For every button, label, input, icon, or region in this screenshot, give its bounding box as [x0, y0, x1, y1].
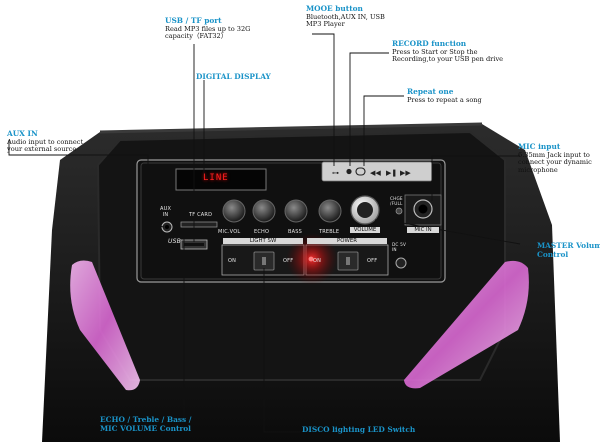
- svg-text:▶❚: ▶❚: [386, 169, 397, 177]
- power-off-label: OFF: [367, 258, 378, 264]
- eq-knobs: [222, 199, 342, 223]
- light-sw-label: LIGHT SW: [223, 238, 303, 244]
- dc-label: DC 5V IN: [392, 242, 407, 253]
- svg-text:◀◀: ◀◀: [370, 169, 381, 177]
- knob-label-treble: TREBLE: [319, 229, 340, 235]
- annotation-repeat: Repeat one Press to repeat a song: [407, 87, 482, 104]
- power-on-label: ON: [313, 258, 322, 264]
- tf-slot: [180, 221, 218, 228]
- knob-label-mic-vol: MIC.VOL: [218, 229, 241, 235]
- led-strip-left: [70, 260, 140, 391]
- annotation-usb-tf: USB / TF port Read MP3 files up to 32G c…: [165, 16, 251, 41]
- annotation-aux-in: AUX IN Audio input to connect your exter…: [7, 129, 84, 154]
- annotation-record: RECORD function Press to Start or Stop t…: [392, 39, 504, 64]
- power-label: POWER: [307, 238, 387, 244]
- annotation-master-volume: MASTER Volume Control: [537, 241, 600, 259]
- tf-card-label: TF CARD: [189, 212, 213, 218]
- light-on-label: ON: [228, 258, 237, 264]
- led-strip-right: [404, 260, 529, 389]
- knob-label-echo: ECHO: [254, 229, 270, 235]
- annotation-digital-display: DIGITAL DISPLAY: [196, 72, 271, 81]
- callout-lines: [8, 33, 521, 433]
- svg-text:▶▶: ▶▶: [400, 169, 411, 177]
- display-readout: LINE: [203, 173, 229, 183]
- knob-label-bass: BASS: [288, 229, 302, 235]
- mic-in-label: MIC IN: [407, 227, 439, 233]
- annotation-mode: MOOE button Bluetooth,AUX IN, USB MP3 Pl…: [306, 4, 385, 29]
- annotation-mic-input: MIC input 6.35mm Jack input to connect y…: [518, 142, 592, 174]
- volume-label: VOLUME: [350, 227, 380, 233]
- usb-label: USB: [168, 238, 181, 245]
- annotation-echo-treble: ECHO / Treble / Bass / MIC VOLUME Contro…: [100, 415, 192, 433]
- charge-label: CHGE /FULL: [390, 196, 403, 207]
- aux-label: AUX IN: [160, 206, 172, 218]
- light-off-label: OFF: [283, 258, 294, 264]
- digital-display: [175, 168, 267, 191]
- svg-text:⊶: ⊶: [332, 169, 339, 177]
- annotation-disco-switch: DISCO lighting LED Switch: [302, 425, 416, 434]
